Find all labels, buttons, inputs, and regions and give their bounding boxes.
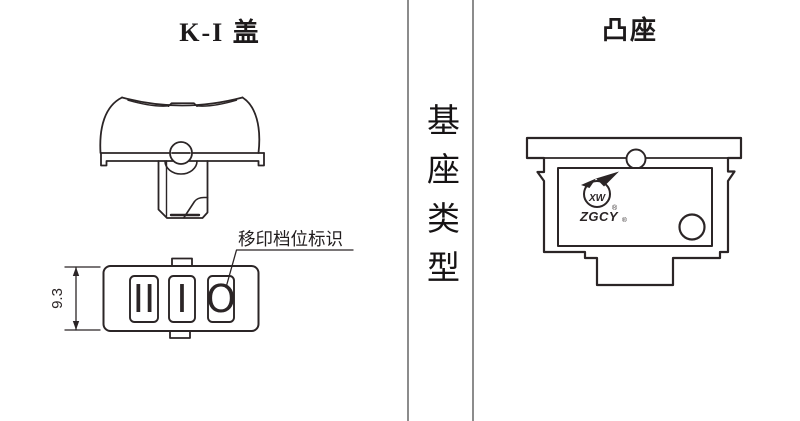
divider-line-left (407, 0, 409, 421)
gear-marking-O: O (206, 277, 236, 321)
brand-logo: XW ® ZGCY ® (579, 171, 627, 224)
logo-circle (583, 180, 611, 208)
gear-window-right (207, 275, 235, 323)
logo-registered-1: ® (612, 204, 618, 212)
dimension-9-3: 9.3 (49, 266, 101, 331)
cover-left-side-curve (99, 96, 123, 154)
dimension-extension-lines (64, 266, 101, 331)
gear-marking-II: II (133, 277, 155, 321)
cover-stem-notch (183, 196, 209, 219)
base-recess-rect (557, 167, 713, 247)
dimension-value: 9.3 (49, 288, 66, 309)
right-panel-title: 凸座 (601, 15, 658, 45)
annotation-leader-line (225, 249, 354, 289)
gear-marking-I: I (176, 277, 187, 321)
gear-window-middle (168, 275, 196, 323)
logo-wing-right (596, 171, 619, 187)
gear-window-left (129, 275, 159, 323)
base-type-column: 基座类型 (409, 0, 472, 421)
annotation-label: 移印档位标识 (238, 229, 343, 249)
cover-side-view (99, 96, 265, 219)
logo-monogram: XW (588, 193, 607, 204)
annotation-gear-marking: 移印档位标识 (225, 229, 354, 289)
base-side-hole (678, 213, 706, 241)
base-body-outline (525, 136, 743, 287)
divider-line-right (472, 0, 474, 421)
cover-saddle-curve (121, 96, 244, 107)
cover-saddle-center-tab (167, 102, 198, 107)
logo-brand-text: ZGCY (579, 209, 619, 224)
cover-saddle-edge-line-left (127, 99, 170, 107)
cover-saddle-edge-line-right (196, 99, 238, 107)
cover-top-view: II I O 9.3 移印档位标识 (49, 229, 354, 339)
dimension-arrow-up (72, 267, 80, 276)
dimension-arrow-down (72, 321, 80, 330)
base-type-vertical-label: 基座类型 (422, 102, 460, 299)
cover-right-side-curve (241, 96, 261, 154)
logo-registered-2: ® (622, 216, 627, 224)
logo-wing-left (581, 178, 596, 188)
left-panel-title: K-I 盖 (179, 18, 261, 47)
cover-stem-outline (157, 160, 209, 219)
base-front-view: XW ® ZGCY ® (525, 136, 743, 287)
base-top-hole (625, 148, 647, 170)
